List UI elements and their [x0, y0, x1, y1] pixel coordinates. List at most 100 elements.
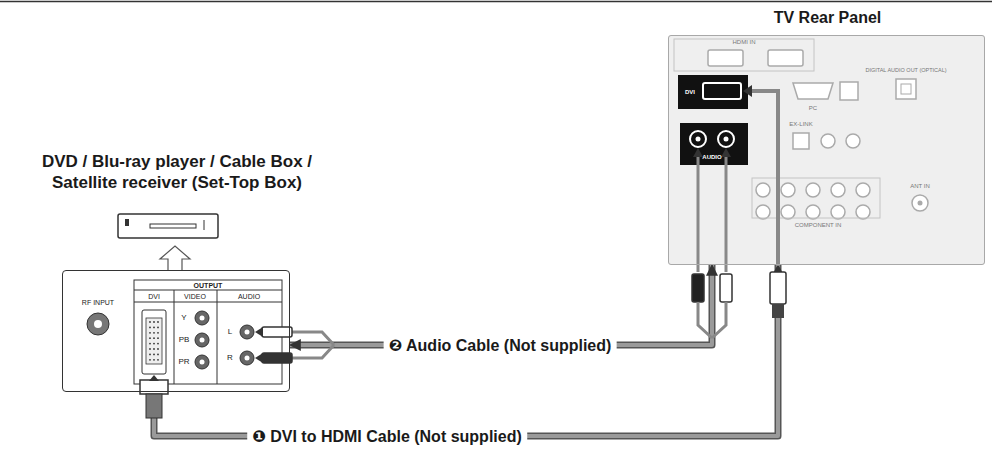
- jack-label: OUTPUT: [194, 282, 223, 289]
- dvi-pin: [157, 354, 159, 356]
- dvi-pin: [153, 327, 155, 329]
- device-panel: DVD / Blu-ray player / Cable Box / Satel…: [62, 270, 290, 392]
- jack-label: L: [228, 328, 232, 336]
- component-jack: [806, 205, 820, 219]
- optical-port-core: [901, 84, 911, 94]
- dvi-pin: [149, 348, 151, 350]
- dvi-pin: [157, 343, 159, 345]
- video-jack-core: [200, 360, 205, 365]
- dvi-pin: [149, 337, 151, 339]
- hdmi-port: [703, 83, 741, 99]
- dvi-pin: [153, 321, 155, 323]
- hdmi-frame: [674, 39, 814, 71]
- port-label: DIGITAL AUDIO OUT (OPTICAL): [865, 68, 946, 74]
- audio-jack: [240, 351, 254, 365]
- component-jack: [756, 205, 770, 219]
- audio-jack: [240, 325, 254, 339]
- audio-wire: [698, 302, 712, 338]
- audio-wire: [697, 152, 700, 272]
- plug-arrow: [693, 148, 703, 157]
- hdmi-port: [708, 50, 743, 66]
- component-jack: [856, 205, 870, 219]
- ex-link-jack: [793, 133, 809, 149]
- component-jack: [756, 183, 770, 197]
- audio-jack-core: [245, 356, 250, 361]
- dvi-pin: [157, 332, 159, 334]
- component-jack: [806, 183, 820, 197]
- dvi-pin: [157, 327, 159, 329]
- audio-plug: [262, 327, 292, 337]
- video-jack: [195, 355, 209, 369]
- output-rule: [134, 290, 282, 291]
- tv-audio-jack-core: [696, 137, 701, 142]
- top-rule: [0, 1, 992, 3]
- jack-label: Y: [181, 314, 186, 322]
- zoom-arrow: [160, 246, 190, 270]
- dvi-pin: [157, 337, 159, 339]
- video-jack-core: [200, 316, 205, 321]
- dvi-pin: [153, 348, 155, 350]
- port-label: EX-LINK: [789, 121, 812, 127]
- rf-jack: [87, 313, 109, 335]
- rf-jack-core: [94, 320, 102, 328]
- dvi-plug-boot: [146, 394, 162, 418]
- component-jack: [781, 183, 795, 197]
- device-button: [204, 220, 205, 230]
- hdmi-wire: [750, 91, 778, 266]
- audio-wire: [292, 332, 334, 345]
- jack-label: RF INPUT: [82, 299, 114, 306]
- ant-jack: [912, 195, 928, 211]
- dvi-pin: [149, 359, 151, 361]
- panel-heading: TV Rear Panel: [728, 8, 928, 28]
- tv-audio-jack: [690, 131, 706, 147]
- cable-label: ❶ DVI to HDMI Cable (Not supplied): [247, 426, 527, 447]
- column-rule: [174, 290, 175, 384]
- video-jack: [195, 311, 209, 325]
- hdmi-plug: [770, 272, 786, 304]
- audio-plug: [720, 274, 732, 302]
- audio-plug: [262, 353, 292, 363]
- video-jack-core: [200, 338, 205, 343]
- port-label: ANT IN: [910, 183, 930, 189]
- dvi-pin: [149, 321, 151, 323]
- pc-port: [793, 83, 833, 99]
- dvi-pin: [149, 327, 151, 329]
- dvi-pin: [153, 354, 155, 356]
- ant-jack-core: [918, 201, 923, 206]
- jack-label: R: [227, 354, 233, 362]
- audio-wire: [292, 345, 334, 358]
- device-led: [125, 219, 129, 226]
- panel-heading: DVD / Blu-ray player / Cable Box / Satel…: [7, 151, 347, 194]
- dvi-pin: [149, 332, 151, 334]
- dvi-pin: [153, 337, 155, 339]
- dvi-pin: [153, 332, 155, 334]
- hdmi-plug-boot: [772, 304, 784, 318]
- component-frame: [752, 178, 880, 218]
- jack-label: PR: [178, 358, 189, 366]
- dvi-jack-face: [146, 318, 162, 364]
- dvi-pin: [153, 359, 155, 361]
- cable-outline: [290, 265, 712, 345]
- column-rule: [217, 290, 218, 384]
- dvi-pin: [153, 343, 155, 345]
- dvi-pin: [149, 354, 151, 356]
- port-label: AUDIO: [702, 154, 721, 160]
- dvi-pin: [149, 343, 151, 345]
- dvi-pin: [157, 321, 159, 323]
- plug-arrow: [255, 327, 263, 337]
- audio-jack-core: [245, 330, 250, 335]
- port-label: DVI: [685, 89, 695, 95]
- hdmi-port: [768, 50, 803, 66]
- output-frame: [134, 280, 282, 384]
- dvi-pin: [157, 348, 159, 350]
- jack-label: DVI: [148, 293, 160, 300]
- port-label: COMPONENT IN: [795, 222, 842, 228]
- dvi-pin: [157, 359, 159, 361]
- tv-audio-jack: [718, 131, 734, 147]
- output-rule: [134, 302, 282, 303]
- cable-label: ❷ Audio Cable (Not supplied): [384, 335, 617, 356]
